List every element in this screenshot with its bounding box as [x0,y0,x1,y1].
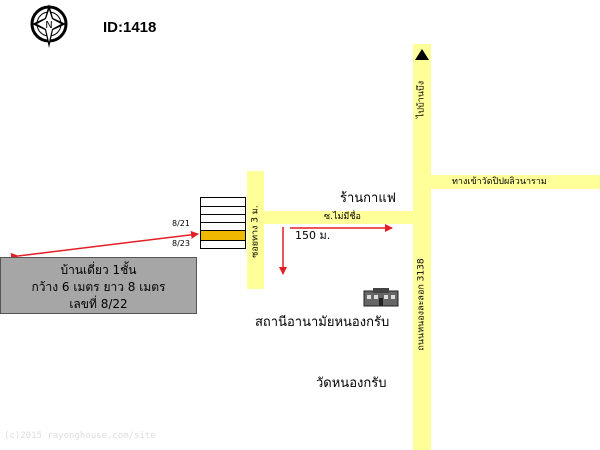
soi-no-name-road [264,211,413,224]
temple-road [431,175,600,189]
health-station-icon [363,288,399,307]
soi-3-road [247,171,264,289]
coffee-shop-label: ร้านกาแฟ [340,191,396,206]
temple-road-label: ทางเข้าวัดปิปผลิวนาราม [452,177,547,187]
north-arrow-icon [415,49,429,60]
health-station-label: สถานีอานามัยหนองกรับ [255,315,390,330]
compass-icon: N [30,4,68,48]
temple-label: วัดหนองกรับ [316,376,387,391]
soi-no-name-label: ซ.ไม่มีชื่อ [324,212,361,222]
compass-north-label: N [45,20,52,31]
property-info-box: บ้านเดี่ยว 1ชั้น กว้าง 6 เมตร ยาว 8 เมตร… [0,257,197,314]
distance-label: 150 ม. [295,229,331,242]
listing-id: ID:1418 [103,19,157,36]
property-number: เลขที่ 8/22 [69,297,128,311]
main-road [413,44,431,450]
lot-upper-label: 8/21 [172,219,190,228]
house-pointer-arrow [10,230,199,261]
property-size: กว้าง 6 เมตร ยาว 8 เมตร [31,280,166,294]
copyright-text: (c)2015 rayonghouse.com/site [4,431,156,441]
house-plots [200,197,246,249]
highlighted-lot [201,230,245,241]
property-type: บ้านเดี่ยว 1ชั้น [60,263,137,277]
